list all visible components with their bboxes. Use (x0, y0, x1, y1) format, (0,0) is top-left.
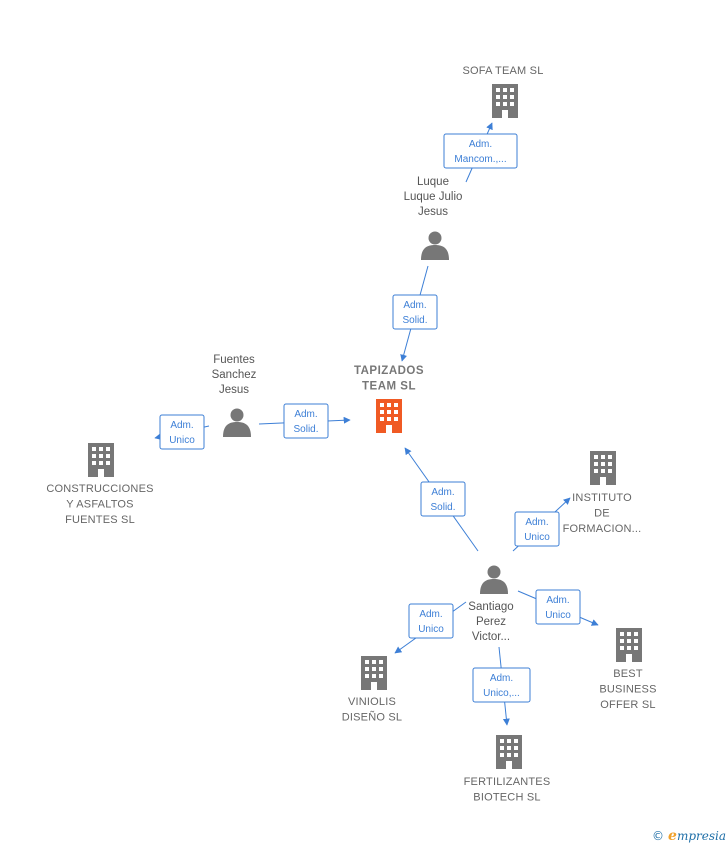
edge-luque-tapizados: Adm. Solid. (392, 265, 438, 362)
edge-label-text: Adm. (469, 139, 492, 150)
edge-label-text: Adm. (490, 673, 513, 684)
edge-santiago-viniolis: Adm. Unico (394, 601, 467, 654)
edge-label-text: Solid. (293, 424, 318, 435)
person-icon[interactable] (480, 565, 508, 595)
node-label[interactable]: OFFER SL (600, 699, 655, 711)
node-label[interactable]: DE (594, 508, 610, 520)
node-label[interactable]: Santiago (468, 601, 513, 613)
edge-label-text: Adm. (294, 409, 317, 420)
node-label[interactable]: FUENTES SL (65, 514, 135, 526)
edge-label-box[interactable] (408, 603, 454, 639)
node-label[interactable]: Jesus (418, 206, 448, 218)
edge-label-box[interactable] (443, 133, 518, 169)
building-icon[interactable] (88, 443, 114, 477)
edge-label-text: Solid. (430, 502, 455, 513)
node-label[interactable]: Y ASFALTOS (66, 499, 133, 511)
edge-label-box[interactable] (420, 481, 466, 517)
person-icon[interactable] (223, 408, 251, 438)
edge-luque-sofa: Adm. Mancom.,... (443, 122, 518, 183)
edge-label-text: Solid. (402, 315, 427, 326)
edge-label-box[interactable] (472, 667, 531, 703)
edge-label-text: Adm. (403, 300, 426, 311)
node-label[interactable]: SOFA TEAM SL (462, 65, 543, 77)
edge-fuentes-construcciones: Adm. Unico (154, 414, 210, 450)
node-instituto[interactable]: INSTITUTO DE FORMACION... (563, 451, 642, 535)
edge-santiago-instituto: Adm. Unico (512, 497, 571, 552)
edge-label-box[interactable] (535, 589, 581, 625)
node-best[interactable]: BEST BUSINESS OFFER SL (599, 628, 656, 711)
building-icon[interactable] (590, 451, 616, 485)
node-label[interactable]: Perez (476, 616, 506, 628)
node-tapizados[interactable]: TAPIZADOS TEAM SL (354, 365, 424, 433)
building-icon[interactable] (376, 399, 402, 433)
edge-label-text: Adm. (525, 517, 548, 528)
node-fertilizantes[interactable]: FERTILIZANTES BIOTECH SL (464, 735, 551, 804)
building-icon[interactable] (492, 84, 518, 118)
building-icon[interactable] (361, 656, 387, 690)
edge-label-box[interactable] (392, 294, 438, 330)
edge-label-text: Unico,... (483, 688, 520, 699)
node-construcciones[interactable]: CONSTRUCCIONES Y ASFALTOS FUENTES SL (46, 443, 153, 526)
edge-label-text: Mancom.,... (454, 154, 506, 165)
node-label[interactable]: Fuentes (213, 354, 255, 366)
edge-label-box[interactable] (159, 414, 205, 450)
edge-label-text: Unico (524, 532, 550, 543)
edge-label-text: Adm. (431, 487, 454, 498)
edge-label-box[interactable] (514, 511, 560, 547)
edge-santiago-best: Adm. Unico (517, 589, 599, 626)
node-label[interactable]: Victor... (472, 631, 510, 643)
edge-label-text: Unico (169, 435, 195, 446)
edge-label-text: Adm. (419, 609, 442, 620)
node-label[interactable]: Luque Julio (404, 191, 463, 203)
node-viniolis[interactable]: VINIOLIS DISEÑO SL (342, 656, 403, 724)
brand-name: mpresia (676, 829, 726, 843)
node-santiago[interactable]: SantiagoPerezVictor... (468, 565, 514, 644)
node-sofa[interactable]: SOFA TEAM SL (462, 65, 543, 118)
node-label[interactable]: TEAM SL (362, 381, 416, 393)
node-label[interactable]: BEST (613, 668, 643, 680)
edge-santiago-fertilizantes: Adm. Unico,... (472, 646, 531, 726)
edge-label-box[interactable] (283, 403, 329, 439)
node-label[interactable]: FERTILIZANTES (464, 776, 551, 788)
copyright-symbol: © (652, 829, 665, 843)
node-label[interactable]: Sanchez (212, 369, 257, 381)
node-label[interactable]: FORMACION... (563, 523, 642, 535)
node-label[interactable]: DISEÑO SL (342, 711, 403, 724)
edge-label-text: Adm. (546, 595, 569, 606)
building-icon[interactable] (616, 628, 642, 662)
edge-label-text: Adm. (170, 420, 193, 431)
brand-logo: ©empresia (652, 828, 726, 844)
person-icon[interactable] (421, 231, 449, 261)
node-label[interactable]: Jesus (219, 384, 249, 396)
node-label[interactable]: BUSINESS (599, 684, 656, 696)
node-label[interactable]: CONSTRUCCIONES (46, 483, 153, 495)
edge-fuentes-tapizados: Adm. Solid. (258, 403, 351, 439)
edge-label-text: Unico (418, 624, 444, 635)
node-label[interactable]: INSTITUTO (572, 492, 632, 504)
brand-initial: e (668, 828, 677, 844)
building-icon[interactable] (496, 735, 522, 769)
node-label[interactable]: Luque (417, 176, 449, 188)
node-label[interactable]: TAPIZADOS (354, 365, 424, 377)
node-label[interactable]: BIOTECH SL (473, 792, 540, 804)
node-label[interactable]: VINIOLIS (348, 696, 396, 708)
edge-santiago-tapizados: Adm. Solid. (404, 447, 479, 552)
edge-label-text: Unico (545, 610, 571, 621)
